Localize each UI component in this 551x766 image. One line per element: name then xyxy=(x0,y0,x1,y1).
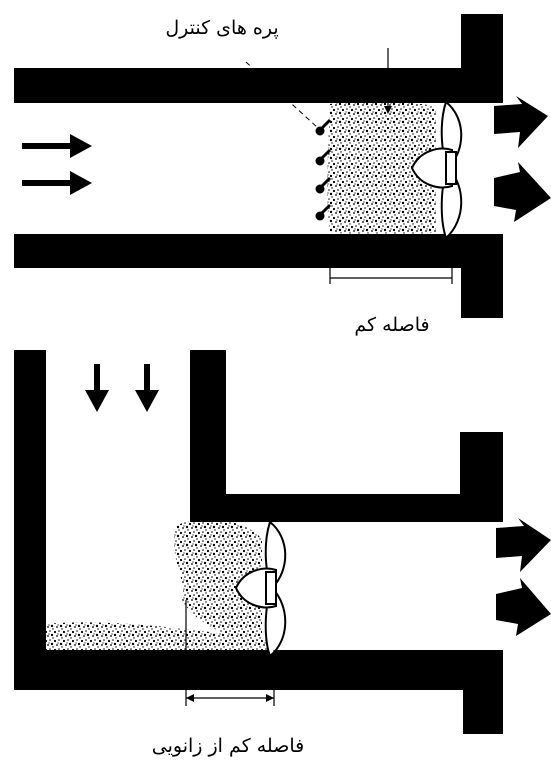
control-vanes xyxy=(315,118,332,221)
inlet-arrow-upper xyxy=(22,134,92,158)
outlet-arrow-top-upper xyxy=(494,96,548,148)
inlet-arrow-down-right xyxy=(135,364,159,412)
elbow-outer-wall xyxy=(14,350,503,734)
elbow-inner-wall xyxy=(190,350,503,522)
top-duct-upper-wall xyxy=(14,14,503,103)
fan-bottom xyxy=(234,520,287,658)
fan-top xyxy=(410,100,463,240)
top-figure xyxy=(14,14,551,318)
turbulence-region-top xyxy=(327,100,436,236)
short-distance-label: فاصله کم xyxy=(354,314,429,336)
turbulence-floor-region xyxy=(46,622,268,650)
outlet-arrow-bottom-upper xyxy=(496,518,551,572)
short-distance-dimension-bottom xyxy=(185,600,275,706)
inlet-arrow-lower xyxy=(22,171,92,195)
short-distance-from-elbow-label: فاصله کم از زانویی xyxy=(152,735,304,757)
outlet-arrow-bottom-lower xyxy=(496,578,551,636)
control-vanes-label: پره های کنترل xyxy=(165,17,278,39)
turbulence-fan-region xyxy=(174,518,262,642)
bottom-figure xyxy=(14,350,551,734)
inlet-arrow-down-left xyxy=(85,364,109,412)
outlet-arrow-top-lower xyxy=(494,162,551,222)
vane-leader-line xyxy=(245,61,319,129)
top-duct-lower-wall xyxy=(14,234,503,318)
short-distance-dimension-top xyxy=(329,268,453,284)
